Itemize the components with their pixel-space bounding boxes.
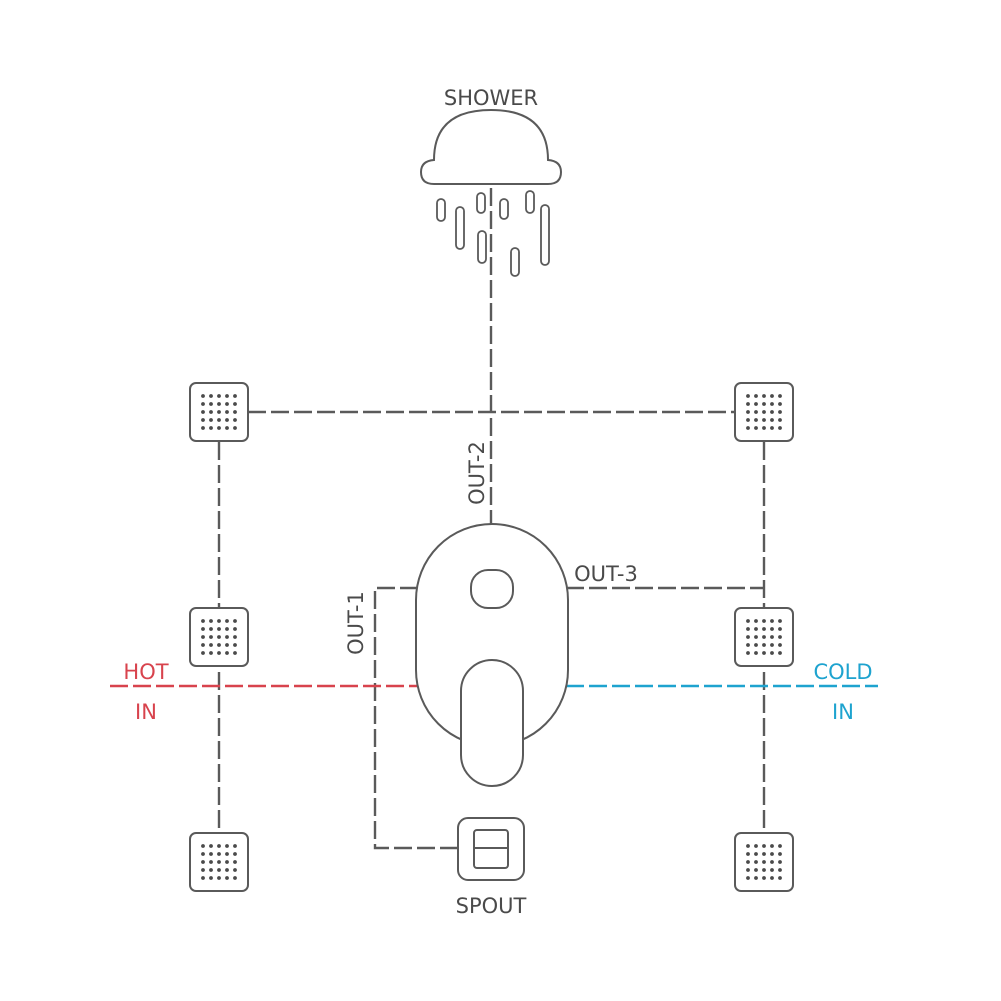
mixer-valve-icon	[415, 523, 569, 787]
shower-label: SHOWER	[444, 86, 538, 110]
water-drop-icon	[476, 192, 486, 214]
spout-label: SPOUT	[456, 894, 527, 918]
pipe-out1	[373, 586, 458, 850]
cold-in-label: IN	[832, 700, 854, 724]
square-jet-icon	[734, 832, 794, 892]
hot-in-label: IN	[135, 700, 157, 724]
water-drop-icon	[455, 206, 465, 250]
water-drop-icon	[436, 198, 446, 222]
out3-label: OUT-3	[574, 562, 638, 586]
water-drop-icon	[510, 247, 520, 277]
water-drop-icon	[499, 198, 509, 220]
square-jet-icon	[189, 832, 249, 892]
square-jet-icon	[734, 607, 794, 667]
spout-icon	[457, 817, 525, 881]
hot-label: HOT	[123, 660, 168, 684]
water-drop-icon	[525, 190, 535, 214]
diverter-knob	[470, 569, 514, 609]
out2-label: OUT-2	[465, 441, 489, 505]
square-jet-icon	[189, 382, 249, 442]
square-jet-icon	[734, 382, 794, 442]
cold-label: COLD	[813, 660, 872, 684]
out1-label: OUT-1	[344, 591, 368, 655]
water-drop-icon	[540, 204, 550, 266]
shower-head-icon	[419, 108, 563, 277]
square-jet-icon	[189, 607, 249, 667]
mixer-lever	[460, 659, 524, 787]
water-drop-icon	[477, 230, 487, 264]
body-jets	[189, 382, 794, 892]
